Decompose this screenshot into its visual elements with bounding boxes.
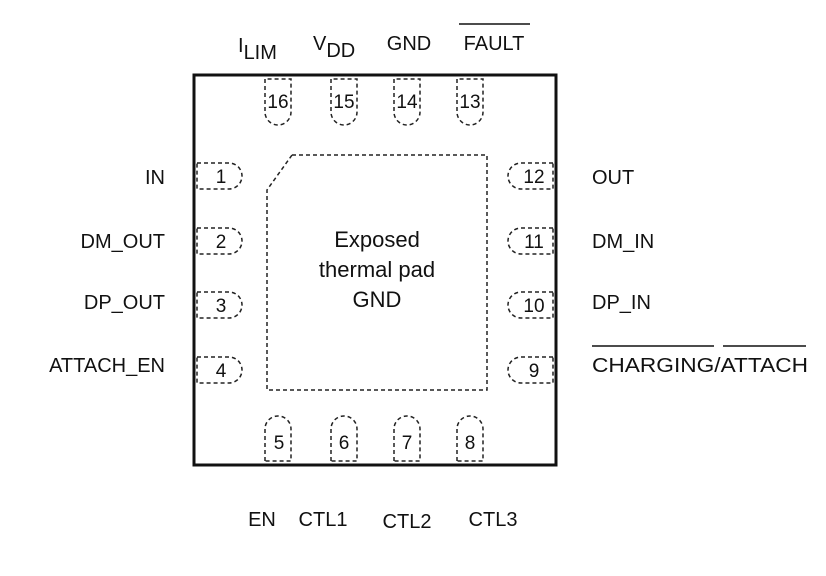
pin-pad bbox=[330, 415, 358, 462]
thermal-pad-line2: thermal pad bbox=[319, 257, 435, 282]
pin-number: 5 bbox=[274, 433, 285, 454]
pin-16: 16 ILIM bbox=[238, 35, 292, 126]
pin-10: 10 DP_IN bbox=[507, 291, 651, 319]
thermal-pad-outline bbox=[266, 154, 488, 391]
pin-pad bbox=[456, 415, 484, 462]
pin-3: 3 DP_OUT bbox=[84, 291, 243, 319]
pin-number: 9 bbox=[529, 361, 540, 382]
pin-label: IN bbox=[145, 167, 165, 189]
pin-label: DM_OUT bbox=[81, 231, 165, 253]
pin-7: 7 CTL2 bbox=[383, 415, 432, 533]
pin-label: FAULT bbox=[464, 33, 525, 55]
pin-12: 12 OUT bbox=[507, 162, 634, 190]
pin-label-main: V bbox=[313, 33, 327, 55]
pin-label: DP_IN bbox=[592, 292, 651, 314]
thermal-pad-line1: Exposed bbox=[334, 227, 420, 252]
pin-pad bbox=[264, 415, 292, 462]
pin-number: 11 bbox=[524, 232, 544, 253]
pin-label: VDD bbox=[313, 33, 355, 62]
pin-number: 8 bbox=[465, 433, 476, 454]
pin-pad bbox=[507, 356, 554, 384]
pin-pad bbox=[507, 227, 554, 255]
pin-pad bbox=[196, 356, 243, 384]
pin-number: 12 bbox=[523, 167, 544, 188]
pin-number: 1 bbox=[216, 167, 227, 188]
pin-label: CTL2 bbox=[383, 511, 432, 533]
pin-label: CHARGING/ATTACH bbox=[592, 355, 808, 377]
pin-number: 4 bbox=[216, 361, 227, 382]
pin-pad bbox=[393, 415, 421, 462]
pin-label: OUT bbox=[592, 167, 634, 189]
pin-label: ATTACH_EN bbox=[49, 355, 165, 377]
pin-label: EN bbox=[248, 509, 276, 531]
pin-label: CTL1 bbox=[299, 509, 348, 531]
pin-pad bbox=[456, 78, 484, 126]
pin-14: 14 GND bbox=[387, 33, 431, 126]
package-outline bbox=[192, 73, 558, 467]
pin-label: ILIM bbox=[238, 35, 277, 64]
pin-label: DP_OUT bbox=[84, 292, 165, 314]
pin-number: 10 bbox=[523, 296, 544, 317]
pin-4: 4 ATTACH_EN bbox=[49, 355, 243, 384]
pin-15: 15 VDD bbox=[313, 33, 358, 126]
pin-pad bbox=[330, 78, 358, 126]
pin-9: 9 CHARGING/ATTACH bbox=[507, 345, 808, 384]
pin-5: 5 EN bbox=[248, 415, 292, 531]
pin-number: 6 bbox=[339, 433, 350, 454]
pin-13: 13 FAULT bbox=[456, 23, 530, 126]
pin-6: 6 CTL1 bbox=[299, 415, 358, 531]
pin-pad bbox=[507, 162, 554, 190]
pin-pad bbox=[196, 162, 243, 190]
pin-pad bbox=[196, 227, 243, 255]
pin-label: CTL3 bbox=[469, 509, 518, 531]
pin-number: 3 bbox=[216, 296, 227, 317]
pin-number: 2 bbox=[216, 232, 227, 253]
pin-number: 15 bbox=[333, 92, 354, 113]
thermal-pad-line3: GND bbox=[353, 287, 402, 312]
pin-label-sub: LIM bbox=[244, 42, 277, 64]
pin-label-sub: DD bbox=[326, 40, 355, 62]
pin-label-separator: / bbox=[714, 355, 721, 377]
pin-label-attach: ATTACH bbox=[721, 355, 808, 377]
pin-number: 16 bbox=[267, 92, 288, 113]
pin-number: 13 bbox=[459, 92, 480, 113]
pin-label: DM_IN bbox=[592, 231, 654, 253]
pin-number: 7 bbox=[402, 433, 413, 454]
pin-1: 1 IN bbox=[145, 162, 243, 190]
pin-11: 11 DM_IN bbox=[507, 227, 654, 255]
pin-pad bbox=[264, 78, 292, 126]
pin-pad bbox=[507, 291, 554, 319]
pin-2: 2 DM_OUT bbox=[81, 227, 243, 255]
pin-label-main: I bbox=[238, 35, 244, 57]
pin-label-charging: CHARGING bbox=[592, 355, 714, 377]
pin-8: 8 CTL3 bbox=[456, 415, 518, 531]
pin-number: 14 bbox=[396, 92, 418, 113]
pin-label: GND bbox=[387, 33, 431, 55]
pin-pad bbox=[393, 78, 421, 126]
pin-pad bbox=[196, 291, 243, 319]
